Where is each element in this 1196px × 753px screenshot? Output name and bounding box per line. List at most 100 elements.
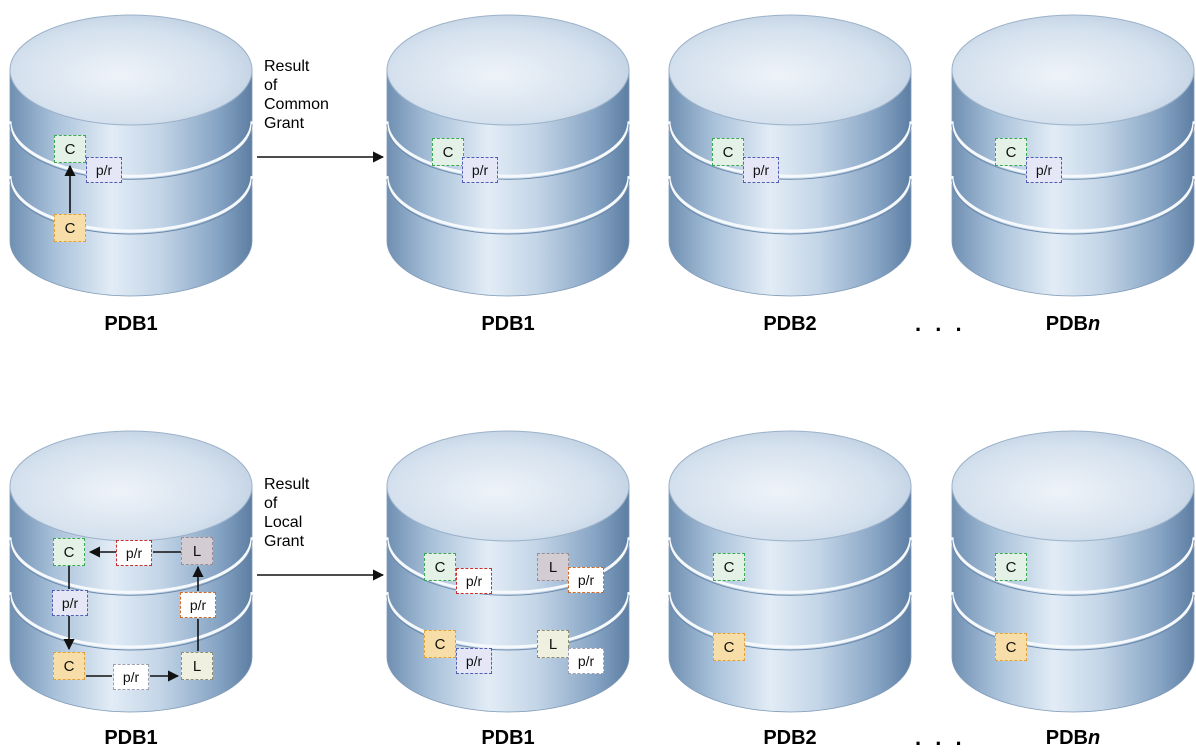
cylinder-band bbox=[8, 537, 254, 594]
cylinder-band-shadow bbox=[386, 124, 630, 180]
local-user-box: L bbox=[181, 652, 213, 680]
database-cylinder bbox=[667, 430, 913, 713]
cylinder-body bbox=[668, 69, 912, 297]
local-grant-note: Result of Local Grant bbox=[264, 475, 309, 551]
cylinder-band-shadow bbox=[386, 595, 630, 651]
note-line: Local bbox=[264, 514, 303, 531]
note-line: of bbox=[264, 495, 278, 512]
pdb-label-prefix: PDB bbox=[1045, 727, 1088, 749]
cylinder-band-shadow bbox=[9, 595, 253, 651]
local-user-box: L bbox=[537, 630, 569, 658]
pdb-label-n: PDBn bbox=[953, 313, 1193, 336]
pdb-label-suffix: n bbox=[1088, 727, 1101, 749]
common-user-box: C bbox=[53, 538, 85, 566]
cylinder-band bbox=[385, 121, 631, 178]
cylinder-band-shadow bbox=[951, 540, 1195, 596]
privilege-role-box: p/r bbox=[1026, 157, 1062, 183]
common-user-box: C bbox=[712, 138, 744, 166]
database-cylinder bbox=[385, 14, 631, 297]
database-cylinder bbox=[8, 14, 254, 297]
cylinder-top bbox=[386, 14, 630, 126]
local-user-box: L bbox=[181, 537, 213, 565]
common-user-box: C bbox=[424, 553, 456, 581]
cylinder-top bbox=[951, 14, 1195, 126]
cylinder-band-shadow bbox=[9, 124, 253, 180]
privilege-role-box: p/r bbox=[116, 540, 152, 566]
cylinder-band-shadow bbox=[668, 595, 912, 651]
privilege-role-box: p/r bbox=[743, 157, 779, 183]
cylinder-top bbox=[9, 430, 253, 542]
privilege-role-box: p/r bbox=[180, 592, 216, 618]
database-cylinder bbox=[950, 430, 1196, 713]
cylinder-band-shadow bbox=[951, 179, 1195, 235]
cylinder-body bbox=[386, 69, 630, 297]
cylinder-band bbox=[950, 121, 1196, 178]
note-line: Common bbox=[264, 96, 329, 113]
common-user-box: C bbox=[995, 138, 1027, 166]
privilege-role-box: p/r bbox=[86, 157, 122, 183]
note-line: Result bbox=[264, 476, 310, 493]
cylinder-band-shadow bbox=[9, 179, 253, 235]
pdb-label: PDB2 bbox=[763, 313, 817, 335]
pdb-label: PDB2 bbox=[763, 727, 817, 749]
pdb-label-n: PDBn bbox=[953, 727, 1193, 750]
common-user-box: C bbox=[995, 633, 1027, 661]
privilege-role-box: p/r bbox=[456, 648, 492, 674]
cylinder-band-shadow bbox=[668, 124, 912, 180]
cylinder-band bbox=[667, 176, 913, 233]
cylinder-top bbox=[668, 14, 912, 126]
cylinder-band-shadow bbox=[386, 540, 630, 596]
privilege-role-box: p/r bbox=[52, 590, 88, 616]
cylinder-band bbox=[385, 592, 631, 649]
common-user-box: C bbox=[713, 633, 745, 661]
granting-common-user-box: C bbox=[54, 214, 86, 242]
common-user-box: C bbox=[432, 138, 464, 166]
privilege-role-box: p/r bbox=[568, 567, 604, 593]
cylinder-band bbox=[950, 537, 1196, 594]
cylinder-top bbox=[951, 430, 1195, 542]
common-grant-note: Result of Common Grant bbox=[264, 57, 329, 133]
ellipsis: . . . bbox=[915, 725, 966, 750]
pdb-label-prefix: PDB bbox=[1045, 313, 1088, 335]
cylinder-band-shadow bbox=[951, 124, 1195, 180]
pdb-label: PDB1 bbox=[104, 313, 158, 335]
note-line: of bbox=[264, 77, 278, 94]
cylinder-band-shadow bbox=[9, 540, 253, 596]
pdb-label: PDB1 bbox=[481, 727, 535, 749]
cylinder-band bbox=[667, 121, 913, 178]
cylinder-body bbox=[951, 69, 1195, 297]
note-line: Grant bbox=[264, 115, 305, 132]
cylinder-band-shadow bbox=[386, 179, 630, 235]
database-cylinder bbox=[950, 14, 1196, 297]
cylinder-top bbox=[668, 430, 912, 542]
cylinder-band-shadow bbox=[668, 179, 912, 235]
cylinder-top bbox=[386, 430, 630, 542]
privilege-role-box: p/r bbox=[568, 648, 604, 674]
cylinder-band bbox=[667, 537, 913, 594]
pdb-label-suffix: n bbox=[1088, 313, 1101, 335]
pdb-label: PDB1 bbox=[481, 313, 535, 335]
cylinder-band bbox=[8, 121, 254, 178]
common-user-box: C bbox=[995, 553, 1027, 581]
privilege-role-box: p/r bbox=[462, 157, 498, 183]
privilege-role-box: p/r bbox=[456, 568, 492, 594]
common-user-box: C bbox=[424, 630, 456, 658]
note-line: Grant bbox=[264, 533, 305, 550]
pdb-label: PDB1 bbox=[104, 727, 158, 749]
database-cylinder bbox=[667, 14, 913, 297]
note-line: Result bbox=[264, 58, 310, 75]
cylinder-band bbox=[8, 592, 254, 649]
cylinder-band bbox=[667, 592, 913, 649]
cylinder-band bbox=[950, 176, 1196, 233]
common-user-box: C bbox=[54, 135, 86, 163]
cylinder-band-shadow bbox=[668, 540, 912, 596]
cylinder-band bbox=[385, 176, 631, 233]
cylinder-top bbox=[9, 14, 253, 126]
common-user-box: C bbox=[713, 553, 745, 581]
cylinder-band bbox=[385, 537, 631, 594]
common-user-box: C bbox=[53, 652, 85, 680]
cylinder-band bbox=[950, 592, 1196, 649]
cylinder-band-shadow bbox=[951, 595, 1195, 651]
